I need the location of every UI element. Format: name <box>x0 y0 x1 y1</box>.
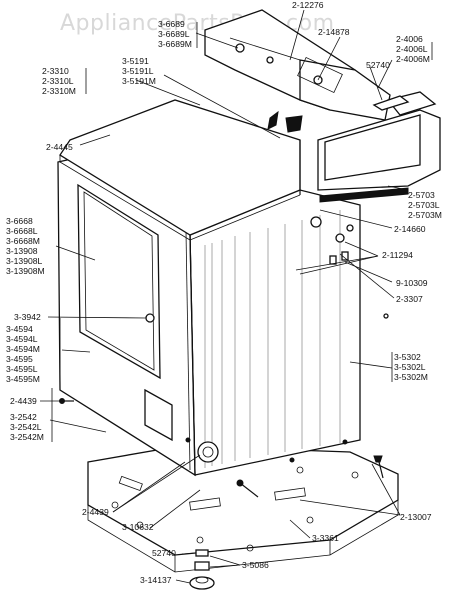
label-3-13908m: 3-13908M <box>6 266 45 276</box>
label-52740-bottom: 52740 <box>152 548 176 558</box>
control-panel <box>204 9 441 203</box>
label-3-4595: 3-4595 <box>6 354 33 364</box>
label-3-4595l: 3-4595L <box>6 364 38 374</box>
label-3-4595m: 3-4595M <box>6 374 40 384</box>
label-3-4594m: 3-4594M <box>6 344 40 354</box>
label-3-13908: 3-13908 <box>6 246 38 256</box>
label-3-6689l: 3-6689L <box>158 29 190 39</box>
label-2-3310: 2-3310 <box>42 66 69 76</box>
label-52740-top: 52740 <box>366 60 390 70</box>
cabinet <box>57 154 361 477</box>
label-3-5191: 3-5191 <box>122 56 149 66</box>
label-3-6668l: 3-6668L <box>6 226 38 236</box>
label-3-6689: 3-6689 <box>158 19 185 29</box>
label-2-4445: 2-4445 <box>46 142 73 152</box>
label-3-5302m: 3-5302M <box>394 372 428 382</box>
label-2-4439-a: 2-4439 <box>10 396 37 406</box>
label-3-13908l: 3-13908L <box>6 256 43 266</box>
label-3-2542l: 3-2542L <box>10 422 42 432</box>
label-2-3310m: 2-3310M <box>42 86 76 96</box>
label-3-3942: 3-3942 <box>14 312 41 322</box>
label-3-14137: 3-14137 <box>140 575 172 585</box>
label-2-14660: 2-14660 <box>394 224 426 234</box>
door-window <box>77 183 161 380</box>
label-2-4006l: 2-4006L <box>396 44 428 54</box>
label-3-5191l: 3-5191L <box>122 66 154 76</box>
label-3-2542m: 3-2542M <box>10 432 44 442</box>
label-3-6689m: 3-6689M <box>158 39 192 49</box>
base-plate <box>87 445 399 573</box>
access-panel <box>144 388 173 442</box>
label-3-5302l: 3-5302L <box>394 362 426 372</box>
label-3-10632: 3-10632 <box>122 522 154 532</box>
label-3-4594l: 3-4594L <box>6 334 38 344</box>
label-2-3307: 2-3307 <box>396 294 423 304</box>
label-2-4006: 2-4006 <box>396 34 423 44</box>
leader-lines <box>40 9 433 584</box>
label-2-5703: 2-5703 <box>408 190 435 200</box>
door-knob <box>145 313 155 323</box>
label-2-12276: 2-12276 <box>292 0 324 10</box>
label-2-14878: 2-14878 <box>318 27 350 37</box>
label-3-6668: 3-6668 <box>6 216 33 226</box>
label-3-6668m: 3-6668M <box>6 236 40 246</box>
label-3-5086: 3-5086 <box>242 560 269 570</box>
cabinet-side-panel <box>189 189 361 476</box>
label-3-3361: 3-3361 <box>312 533 339 543</box>
label-3-4594: 3-4594 <box>6 324 33 334</box>
label-2-4006m: 2-4006M <box>396 54 430 64</box>
label-3-5302: 3-5302 <box>394 352 421 362</box>
label-3-2542: 3-2542 <box>10 412 37 422</box>
label-2-11294: 2-11294 <box>382 250 413 260</box>
label-2-5703l: 2-5703L <box>408 200 440 210</box>
label-2-4439-b: 2-4439 <box>82 507 109 517</box>
label-9-10309: 9-10309 <box>396 278 428 288</box>
label-2-13007: 2-13007 <box>400 512 432 522</box>
label-3-5191m: 3-5191M <box>122 76 156 86</box>
label-2-3310l: 2-3310L <box>42 76 74 86</box>
part-labels: 2-12276 3-6689 3-6689L 3-6689M 2-14878 2… <box>6 0 442 585</box>
label-2-5703m: 2-5703M <box>408 210 442 220</box>
top-panel <box>59 99 301 241</box>
